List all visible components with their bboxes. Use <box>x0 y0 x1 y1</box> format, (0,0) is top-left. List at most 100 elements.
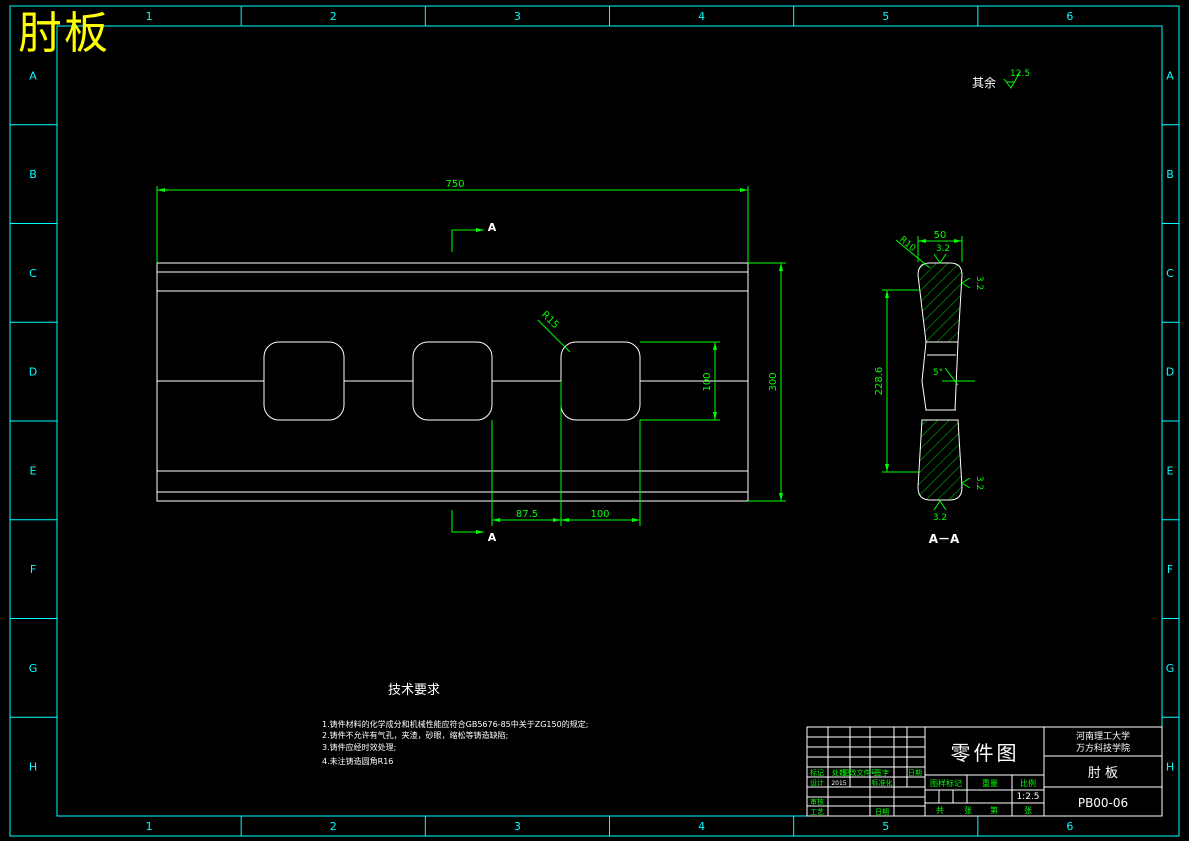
rev-header-5: 日期 <box>908 769 922 777</box>
tech-requirements: 技术要求 1.铸件材料的化学成分和机械性能应符合GB5676-85中关于ZG15… <box>322 683 588 766</box>
zone-row-label: H <box>1166 761 1174 774</box>
zone-row-label: A <box>29 69 37 82</box>
hole-2 <box>412 341 493 421</box>
zone-row-label: B <box>29 168 37 181</box>
roughness-value: 12.5 <box>1010 69 1030 79</box>
hole-1 <box>263 341 345 421</box>
role-approve: 标准化 <box>872 778 893 787</box>
roughness-icon <box>961 477 971 489</box>
corner-title: 肘板 <box>18 8 110 59</box>
school-line-2: 万方科技学院 <box>1076 742 1130 754</box>
tech-item-3: 3.铸件应经时效处理; <box>322 742 396 752</box>
role-checker: 审核 <box>810 797 824 806</box>
section-hatch-bottom <box>917 419 963 501</box>
zone-col-label: 2 <box>330 820 337 833</box>
zone-row-label: H <box>29 761 37 774</box>
zone-row-label: E <box>1167 464 1174 477</box>
front-view-arrowheads <box>157 188 783 534</box>
section-roughness-icons <box>933 253 971 511</box>
roughness-icon <box>961 277 971 289</box>
zone-col-label: 1 <box>146 10 153 23</box>
zone-col-label: 4 <box>698 10 705 23</box>
roughness-icon <box>933 253 947 264</box>
section-mark-top: A <box>488 221 497 234</box>
rev-header-3: 更改文件号 <box>843 768 878 777</box>
drawing-number: PB00-06 <box>1078 796 1128 810</box>
roughness-right-bottom: 3.2 <box>974 476 984 490</box>
rev-header-2: 处数 <box>832 768 846 777</box>
sheet-unit-2: 张 <box>1024 806 1032 815</box>
zone-col-label: 4 <box>698 820 705 833</box>
scale-label: 比例 <box>1020 778 1036 788</box>
rev-header-4: 签字 <box>875 768 889 777</box>
weight-label: 重量 <box>982 778 998 788</box>
zone-row-label: A <box>1166 69 1174 82</box>
stage-mark: 图样标记 <box>930 778 962 788</box>
section-view <box>917 262 963 501</box>
dim-offset: 87.5 <box>516 509 538 520</box>
dim-angle: 5° <box>933 368 943 378</box>
zone-row-label: D <box>1166 366 1174 379</box>
zone-col-label: 3 <box>514 820 521 833</box>
rev-header-1: 标记 <box>810 768 824 777</box>
role-designer: 设计 <box>810 778 824 787</box>
roughness-right-top: 3.2 <box>974 276 984 290</box>
section-arrowheads <box>885 239 962 472</box>
role-process: 工艺 <box>810 808 824 816</box>
dim-height: 300 <box>768 372 779 391</box>
section-marks: A A <box>488 221 497 544</box>
sheet-total: 共 <box>936 806 944 815</box>
zone-col-label: 3 <box>514 10 521 23</box>
title-block-text: 零件图 河南理工大学 万方科技学院 肘 板 PB00-06 1:2.5 图样标记… <box>810 730 1130 816</box>
design-date: 2015 <box>831 780 846 787</box>
school-line-1: 河南理工大学 <box>1076 730 1130 742</box>
zone-row-label: D <box>29 366 37 379</box>
zone-row-label: G <box>1166 662 1175 675</box>
zone-col-label: 2 <box>330 10 337 23</box>
roughness-note: 其余 12.5 <box>972 69 1030 90</box>
title-block <box>806 726 1163 817</box>
drawing-frame <box>9 5 1180 837</box>
zone-row-label: B <box>1166 168 1174 181</box>
part-name: 肘 板 <box>1088 766 1118 781</box>
zone-row-label: F <box>1167 563 1173 576</box>
zone-col-label: 6 <box>1066 10 1073 23</box>
zone-row-label: F <box>30 563 36 576</box>
zone-row-label: G <box>29 662 38 675</box>
zone-row-label: E <box>30 464 37 477</box>
dim-length: 750 <box>445 179 464 190</box>
date-label: 日期 <box>875 808 889 816</box>
dim-radius: R15 <box>539 309 561 331</box>
section-caption: A－A <box>929 532 960 546</box>
sheet-unit-1: 张 <box>964 806 972 815</box>
dim-hole-width: 100 <box>590 509 609 520</box>
zone-col-label: 5 <box>882 10 889 23</box>
zone-row-label: C <box>29 267 37 280</box>
dim-section-radius: R10 <box>897 235 917 254</box>
scale-value: 1:2.5 <box>1016 792 1039 802</box>
section-mark-bottom: A <box>488 531 497 544</box>
tech-heading: 技术要求 <box>388 683 440 698</box>
zone-col-label: 5 <box>882 820 889 833</box>
zone-col-label: 1 <box>146 820 153 833</box>
section-hatch-top <box>917 262 963 343</box>
front-view-dimensions <box>156 186 786 533</box>
sheet-word: 第 <box>990 805 998 815</box>
roughness-bottom: 3.2 <box>933 513 947 523</box>
dim-top-width: 50 <box>934 230 947 241</box>
hole-3 <box>560 341 641 421</box>
dim-section-height: 228.6 <box>874 367 885 396</box>
roughness-icon <box>933 500 947 511</box>
zone-col-label: 6 <box>1066 820 1073 833</box>
roughness-top: 3.2 <box>936 244 950 254</box>
tech-item-1: 1.铸件材料的化学成分和机械性能应符合GB5676-85中关于ZG150的规定; <box>322 719 588 729</box>
front-view <box>156 262 749 502</box>
roughness-label: 其余 <box>972 75 996 90</box>
tech-item-4: 4.未注铸造圆角R16 <box>322 756 393 766</box>
drawing-type: 零件图 <box>951 741 1020 765</box>
tech-item-2: 2.铸件不允许有气孔，夹渣，砂眼，缩松等铸造缺陷; <box>322 730 508 740</box>
zone-row-label: C <box>1166 267 1174 280</box>
plate-outline <box>156 262 749 502</box>
